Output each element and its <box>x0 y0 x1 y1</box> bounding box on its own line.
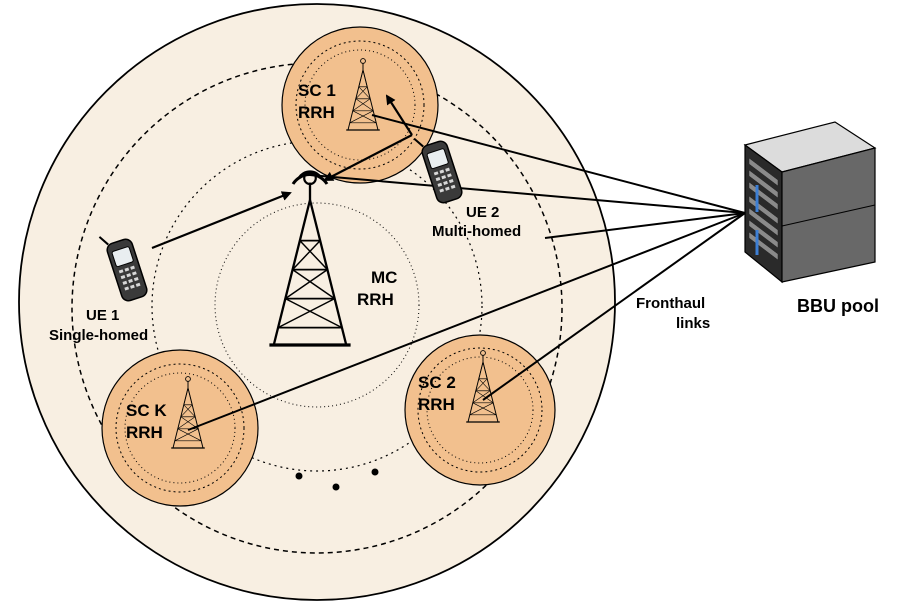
fronthaul-link-sc1 <box>371 114 746 214</box>
fronthaul-label-line2: links <box>676 315 710 332</box>
sc1-label-line2: RRH <box>298 103 335 122</box>
ue2-label-line1: UE 2 <box>466 204 499 221</box>
mc-label-line1: MC <box>371 268 397 287</box>
small-cell-1 <box>281 26 439 184</box>
sc2-label-line1: SC 2 <box>418 373 456 392</box>
small-cell-2 <box>404 334 556 486</box>
sck-label-line1: SC K <box>126 401 167 420</box>
ue2-link-to-mc-arrow <box>323 134 413 181</box>
fronthaul-link-ue2 <box>544 212 746 239</box>
coverage-ring-middle <box>151 140 483 472</box>
bbu-server-icon <box>743 121 877 284</box>
fronthaul-link-sc2 <box>482 212 746 401</box>
ue1-uplink-arrow <box>151 191 292 250</box>
ue1-label-line2: Single-homed <box>49 327 148 344</box>
fronthaul-link-mc <box>309 174 746 214</box>
small-cell-k <box>101 349 259 507</box>
ellipsis-dots <box>295 468 379 491</box>
fronthaul-lines <box>187 114 746 431</box>
fronthaul-link-sck <box>187 212 746 431</box>
sc1-label-line1: SC 1 <box>298 81 336 100</box>
sc2-label-line2: RRH <box>418 395 455 414</box>
fronthaul-label-line1: Fronthaul <box>636 295 705 312</box>
sck-label-line2: RRH <box>126 423 163 442</box>
bbu-pool-label: BBU pool <box>797 296 879 316</box>
mc-label-line2: RRH <box>357 290 394 309</box>
ue1-label-line1: UE 1 <box>86 307 119 324</box>
ue2-label-line2: Multi-homed <box>432 223 521 240</box>
ue2-link-to-sc1-arrow <box>385 94 413 136</box>
coverage-ring-inner <box>214 202 420 408</box>
